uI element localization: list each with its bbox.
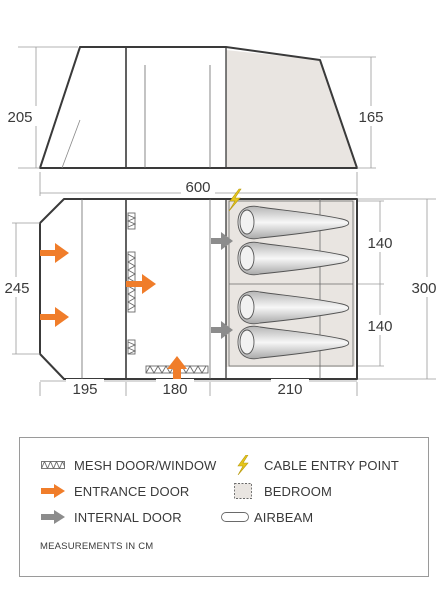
side-outline bbox=[39, 46, 358, 169]
mesh-icon bbox=[40, 458, 66, 472]
airbeam-icon bbox=[220, 510, 250, 524]
side-inner-slope bbox=[61, 119, 81, 169]
dim-side-height-right: 165 bbox=[358, 109, 383, 126]
sleeping-bags bbox=[237, 205, 350, 360]
mesh-windows bbox=[126, 212, 209, 374]
dim-section-middle: 180 bbox=[162, 381, 187, 398]
cable-entry-legend-icon bbox=[230, 455, 256, 475]
bedroom-swatch-icon bbox=[230, 483, 256, 499]
entrance-arrow-icon bbox=[40, 484, 66, 498]
floor-dimension-lines bbox=[12, 198, 436, 396]
dim-bedroom-top: 140 bbox=[367, 235, 392, 252]
side-bedroom-fill bbox=[226, 50, 357, 168]
sleeping-bag-1 bbox=[237, 205, 350, 240]
entrance-arrow-2 bbox=[40, 307, 69, 327]
dim-side-height-left: 205 bbox=[7, 109, 32, 126]
cable-entry-icon bbox=[228, 188, 242, 212]
sleeping-bag-2 bbox=[237, 241, 350, 276]
dim-bedroom-bottom: 140 bbox=[367, 318, 392, 335]
internal-arrow-2 bbox=[211, 321, 233, 339]
bedroom-inner-border bbox=[228, 200, 354, 367]
legend-cable-label: CABLE ENTRY POINT bbox=[264, 457, 399, 473]
mesh-window-3 bbox=[127, 339, 136, 355]
entrance-arrow-4 bbox=[167, 356, 187, 379]
dim-section-right: 210 bbox=[277, 381, 302, 398]
entrance-arrow-3 bbox=[126, 274, 156, 294]
legend-cable: CABLE ENTRY POINT bbox=[230, 455, 399, 475]
legend-bedroom: BEDROOM bbox=[230, 481, 332, 501]
legend-bedroom-label: BEDROOM bbox=[264, 483, 332, 499]
internal-door-arrows bbox=[211, 232, 233, 339]
legend-box: MESH DOOR/WINDOW CABLE ENTRY POINT ENTRA… bbox=[19, 437, 429, 577]
legend-airbeam: AIRBEAM bbox=[220, 507, 313, 527]
legend-airbeam-label: AIRBEAM bbox=[254, 509, 314, 525]
entrance-arrow-1 bbox=[40, 243, 69, 263]
legend-mesh-label: MESH DOOR/WINDOW bbox=[74, 457, 217, 473]
legend-internal: INTERNAL DOOR bbox=[40, 507, 182, 527]
legend-entrance-label: ENTRANCE DOOR bbox=[74, 483, 190, 499]
legend-internal-label: INTERNAL DOOR bbox=[74, 509, 182, 525]
measurements-note: MEASUREMENTS IN CM bbox=[40, 541, 154, 552]
dim-width: 245 bbox=[4, 280, 29, 297]
legend-entrance: ENTRANCE DOOR bbox=[40, 481, 189, 501]
dim-total-width: 300 bbox=[411, 280, 436, 297]
internal-arrow-1 bbox=[211, 232, 233, 250]
internal-arrow-icon bbox=[40, 510, 66, 524]
entrance-arrows bbox=[40, 243, 187, 379]
dim-total-length: 600 bbox=[185, 179, 210, 196]
side-elevation bbox=[39, 46, 358, 169]
sleeping-bag-3 bbox=[237, 290, 350, 325]
legend-mesh: MESH DOOR/WINDOW bbox=[40, 455, 216, 475]
dim-section-left: 195 bbox=[72, 381, 97, 398]
sleeping-bag-4 bbox=[237, 325, 350, 360]
